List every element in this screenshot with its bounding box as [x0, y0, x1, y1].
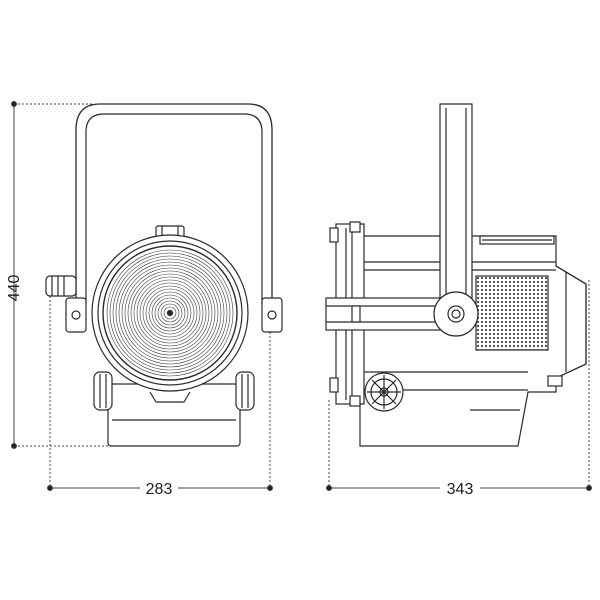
front-width-label: 283: [146, 481, 173, 498]
side-yoke-arm: [439, 103, 473, 303]
front-housing-inner: [97, 240, 243, 386]
front-tilt-knob: [45, 275, 77, 297]
side-body: [359, 235, 587, 447]
side-vent-grille: [475, 275, 549, 351]
yoke-outer: [75, 103, 273, 304]
side-clamp-bar: [325, 297, 441, 331]
height-dimension: [11, 101, 112, 449]
side-focus-knob: [364, 372, 404, 412]
side-depth-label: 343: [447, 481, 474, 498]
front-width-dimension: [47, 280, 273, 491]
height-label: 440: [6, 275, 23, 302]
side-view: [325, 103, 587, 447]
yoke-inner: [85, 113, 263, 304]
fresnel-rings: [106, 249, 234, 377]
front-view: [45, 103, 283, 447]
side-depth-dimension: [326, 280, 592, 491]
